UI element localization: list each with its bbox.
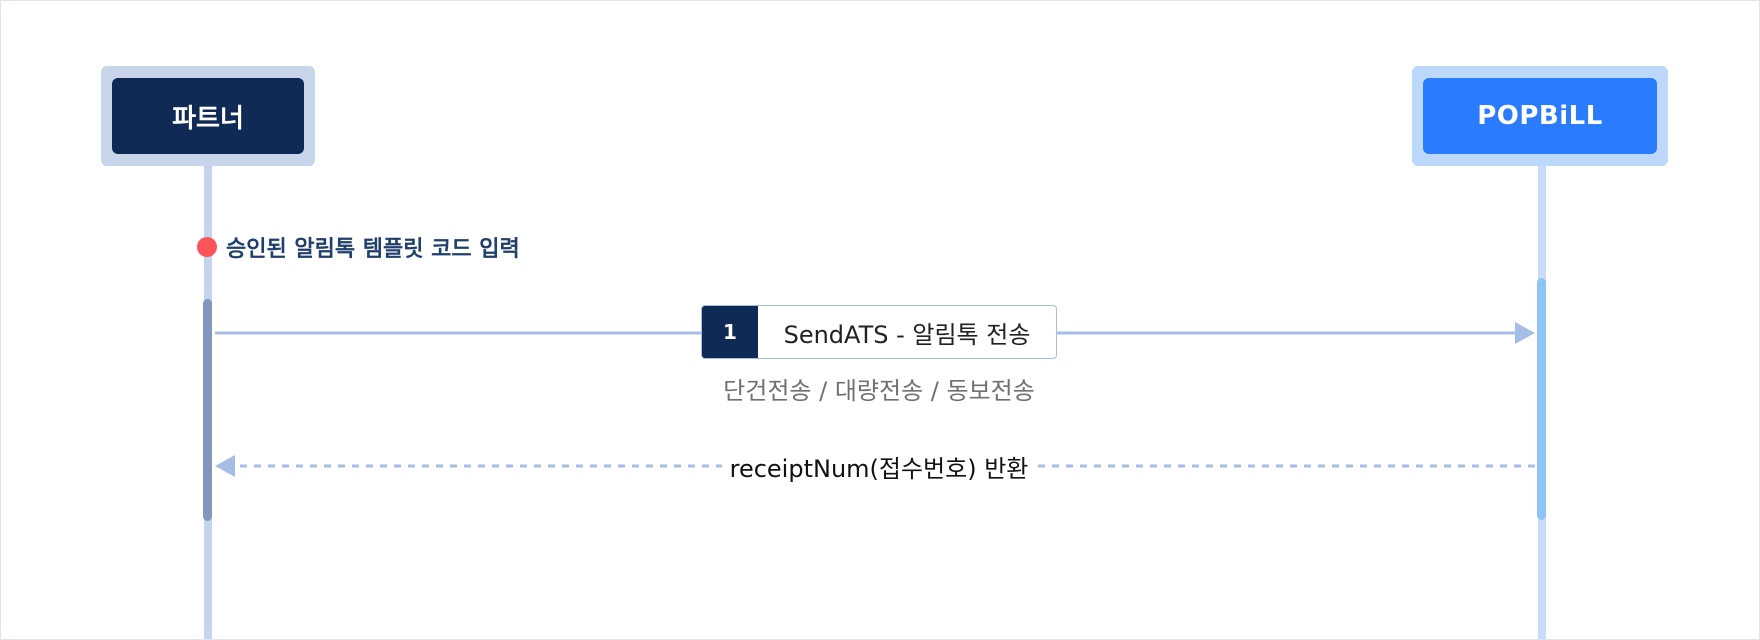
send-arrow-head — [1515, 322, 1535, 344]
return-message: receiptNum(접수번호) 반환 — [701, 449, 1057, 484]
popbill-actor-label: POPBiLL — [1423, 78, 1657, 154]
precondition-note: 승인된 알림톡 템플릿 코드 입력 — [197, 231, 520, 263]
return-label: receiptNum(접수번호) 반환 — [721, 455, 1037, 483]
partner-actor: 파트너 — [101, 66, 315, 166]
popbill-activation-bar — [1537, 278, 1546, 520]
popbill-actor: POPBiLL — [1412, 66, 1668, 166]
partner-actor-label: 파트너 — [112, 78, 304, 154]
message-subtitle: 단건전송 / 대량전송 / 동보전송 — [723, 377, 1035, 405]
message-number-badge: 1 — [702, 306, 758, 358]
note-text: 승인된 알림톡 템플릿 코드 입력 — [226, 237, 520, 262]
message-box: 1 SendATS - 알림톡 전송 — [701, 305, 1057, 359]
message-label: SendATS - 알림톡 전송 — [783, 320, 1031, 349]
return-arrow-head — [215, 455, 235, 477]
note-dot-icon — [197, 237, 217, 257]
partner-activation-bar — [203, 299, 212, 521]
